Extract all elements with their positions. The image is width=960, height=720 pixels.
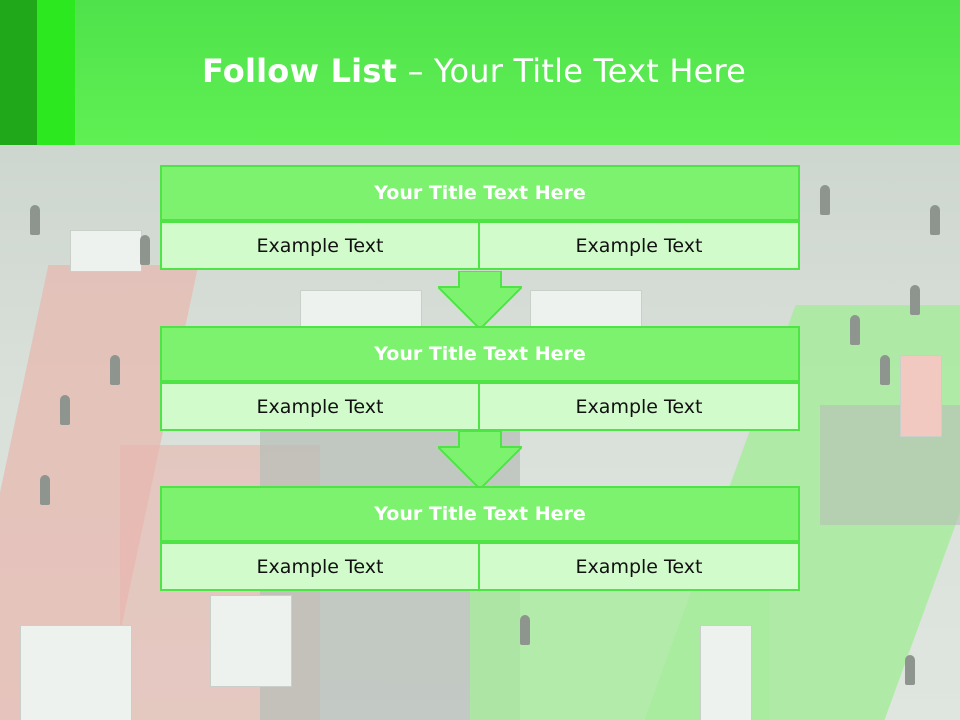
slide-title: Follow List – Your Title Text Here — [202, 52, 746, 90]
flow-block-2: Your Title Text Here Example Text Exampl… — [160, 326, 800, 431]
flow-block-title: Your Title Text Here — [160, 165, 800, 221]
header-band: Follow List – Your Title Text Here — [0, 0, 960, 145]
flow-block-title: Your Title Text Here — [160, 486, 800, 542]
slide-title-rest: – Your Title Text Here — [407, 52, 747, 90]
flow-cell-right: Example Text — [480, 382, 800, 431]
flow-block-1: Your Title Text Here Example Text Exampl… — [160, 165, 800, 270]
header-accent-dark — [0, 0, 37, 145]
slide-title-bold: Follow List — [202, 52, 398, 90]
down-arrow-icon — [438, 431, 522, 489]
flow-block-title: Your Title Text Here — [160, 326, 800, 382]
flow-cell-right: Example Text — [480, 542, 800, 591]
flow-cell-right: Example Text — [480, 221, 800, 270]
header-accent-bright — [37, 0, 75, 145]
flow-block-3: Your Title Text Here Example Text Exampl… — [160, 486, 800, 591]
flow-cell-left: Example Text — [160, 542, 480, 591]
flow-cell-left: Example Text — [160, 221, 480, 270]
down-arrow-icon — [438, 271, 522, 329]
flow-cell-left: Example Text — [160, 382, 480, 431]
